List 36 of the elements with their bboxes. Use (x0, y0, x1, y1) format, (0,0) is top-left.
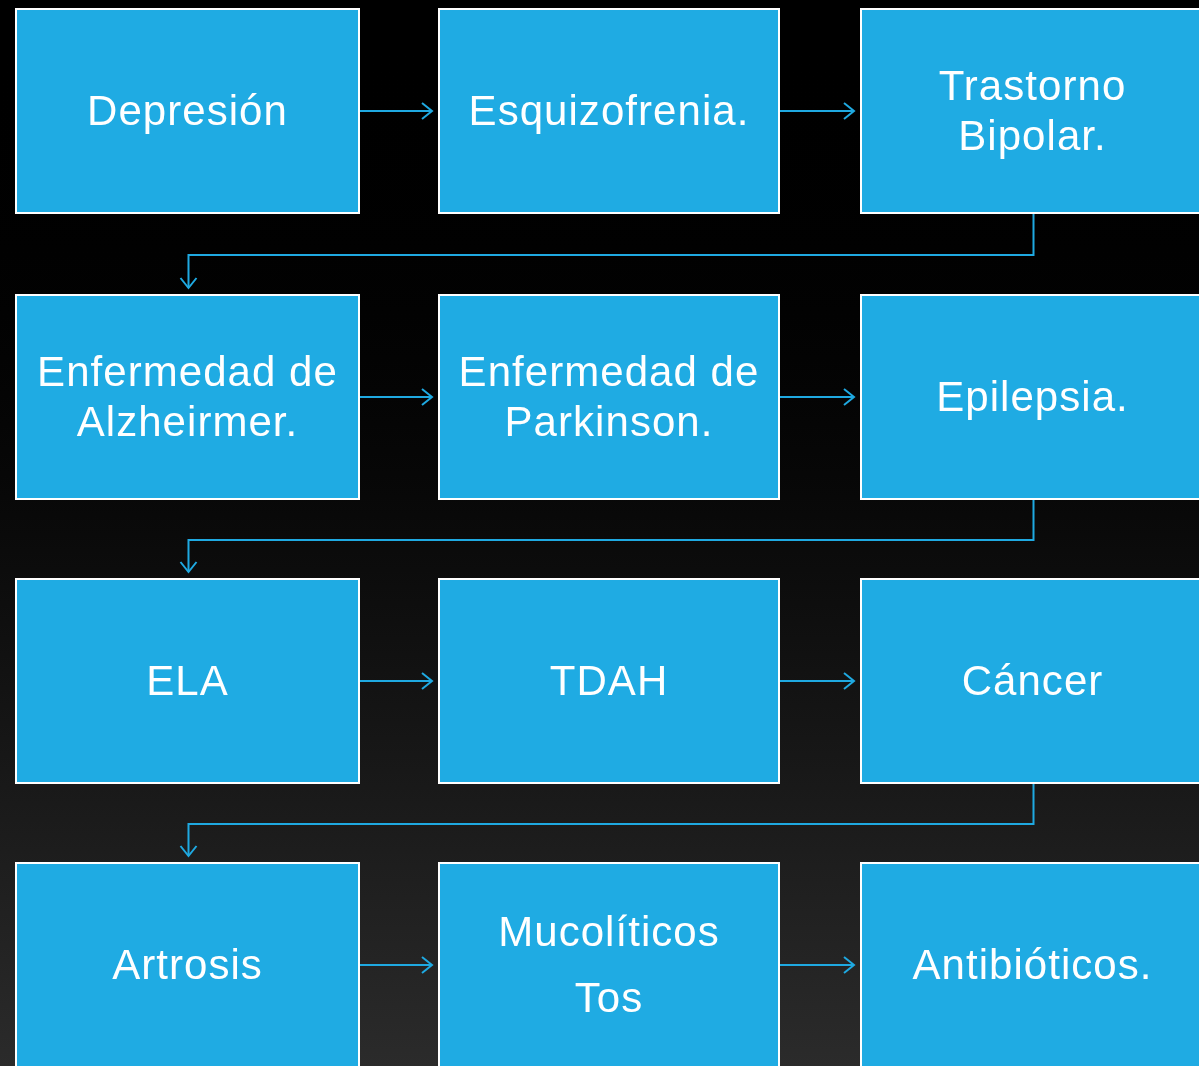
process-box (438, 862, 780, 1066)
box-label: Enfermedad de Alzheirmer. (36, 346, 339, 447)
arrow (779, 956, 855, 974)
box-label: Trastorno Bipolar. (937, 60, 1128, 161)
box-label: ELA (146, 655, 229, 706)
arrow (359, 388, 433, 406)
arrow (779, 388, 855, 406)
box-label: Antibióticos. (912, 939, 1153, 990)
process-box (860, 8, 1199, 214)
arrow (359, 672, 433, 690)
process-box (15, 294, 360, 500)
process-box (860, 862, 1199, 1066)
box-label: Artrosis (112, 939, 263, 990)
process-box (438, 8, 780, 214)
box-label: TDAH (549, 655, 669, 706)
process-box (15, 862, 360, 1066)
process-box (438, 578, 780, 784)
arrow (779, 672, 855, 690)
arrow (179, 213, 1035, 289)
arrow (179, 499, 1035, 573)
box-label: Enfermedad de Parkinson. (457, 346, 761, 447)
process-box (438, 294, 780, 500)
arrow (359, 956, 433, 974)
box-label: Mucolíticos (498, 906, 720, 957)
process-box (860, 294, 1199, 500)
box-label: Depresión (87, 85, 288, 136)
process-box (15, 8, 360, 214)
process-box (15, 578, 360, 784)
arrow (179, 783, 1035, 857)
box-label: Esquizofrenia. (468, 85, 750, 136)
box-label: Tos (574, 973, 644, 1023)
arrow (359, 102, 433, 120)
process-box (860, 578, 1199, 784)
box-label: Epilepsia. (936, 371, 1129, 422)
arrow (779, 102, 855, 120)
box-label: Cáncer (961, 655, 1104, 706)
